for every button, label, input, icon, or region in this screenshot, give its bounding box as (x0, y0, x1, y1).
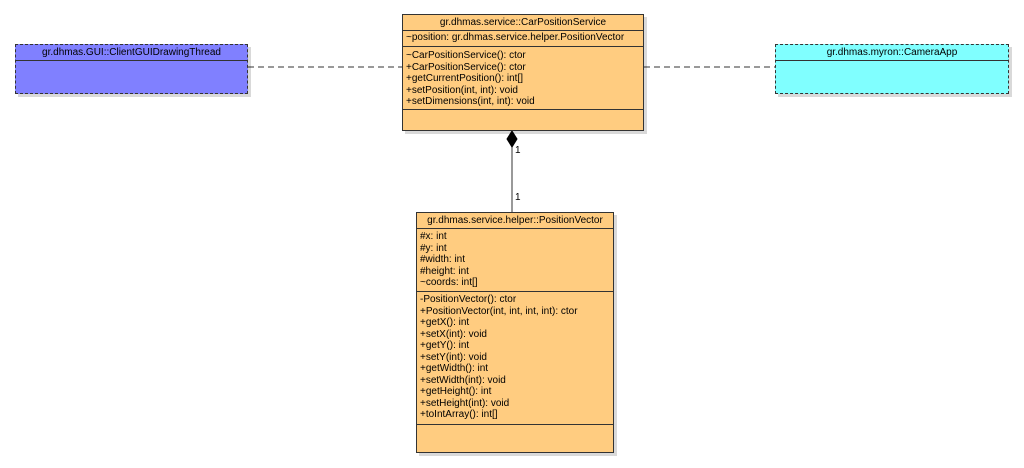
class-title: gr.dhmas.GUI::ClientGUIDrawingThread (16, 45, 247, 61)
operation-row: +getY(): int (420, 340, 470, 351)
operation-row: ~CarPositionService(): ctor (406, 50, 526, 61)
multiplicity-part: 1 (515, 192, 521, 203)
class-car-position-service[interactable]: gr.dhmas.service::CarPositionService ~po… (402, 14, 644, 131)
attributes-compartment: ~position: gr.dhmas.service.helper.Posit… (403, 31, 643, 47)
operation-row: +getWidth(): int (420, 363, 489, 374)
operation-row: +CarPositionService(): ctor (406, 61, 526, 73)
operation-row: +setDimensions(int, int): void (406, 96, 535, 107)
attribute-row: #width: int (420, 254, 466, 265)
multiplicity-whole: 1 (515, 145, 521, 156)
attribute-row: #height: int (420, 265, 469, 277)
attribute-row: ~position: gr.dhmas.service.helper.Posit… (406, 32, 625, 43)
operation-row: +getCurrentPosition(): int[] (406, 73, 523, 84)
operation-row: -PositionVector(): ctor (420, 294, 517, 305)
class-title: gr.dhmas.myron::CameraApp (776, 45, 1008, 61)
operation-row: +setY(int): void (420, 351, 487, 363)
attribute-row: ~coords: int[] (420, 277, 478, 288)
empty-compartment (417, 425, 613, 427)
operation-row: +setX(int): void (420, 328, 487, 340)
operation-row: +getHeight(): int (420, 386, 492, 397)
class-client-gui-drawing-thread[interactable]: gr.dhmas.GUI::ClientGUIDrawingThread (15, 44, 248, 94)
attribute-row: #y: int (420, 242, 447, 254)
attribute-row: #x: int (420, 231, 447, 242)
operations-compartment: -PositionVector(): ctor +PositionVector(… (417, 292, 613, 425)
operation-row: +setPosition(int, int): void (406, 84, 518, 96)
operation-row: +getX(): int (420, 317, 470, 328)
class-position-vector[interactable]: gr.dhmas.service.helper::PositionVector … (416, 212, 614, 453)
operation-row: +PositionVector(int, int, int, int): cto… (420, 305, 578, 317)
empty-compartment (403, 110, 643, 112)
operation-row: +setWidth(int): void (420, 374, 506, 386)
operation-row: +setHeight(int): void (420, 397, 510, 409)
class-camera-app[interactable]: gr.dhmas.myron::CameraApp (775, 44, 1009, 94)
class-title: gr.dhmas.service.helper::PositionVector (417, 213, 613, 229)
operation-row: +toIntArray(): int[] (420, 409, 498, 420)
operations-compartment: ~CarPositionService(): ctor +CarPosition… (403, 47, 643, 110)
class-title: gr.dhmas.service::CarPositionService (403, 15, 643, 31)
attributes-compartment: #x: int #y: int #width: int #height: int… (417, 229, 613, 292)
